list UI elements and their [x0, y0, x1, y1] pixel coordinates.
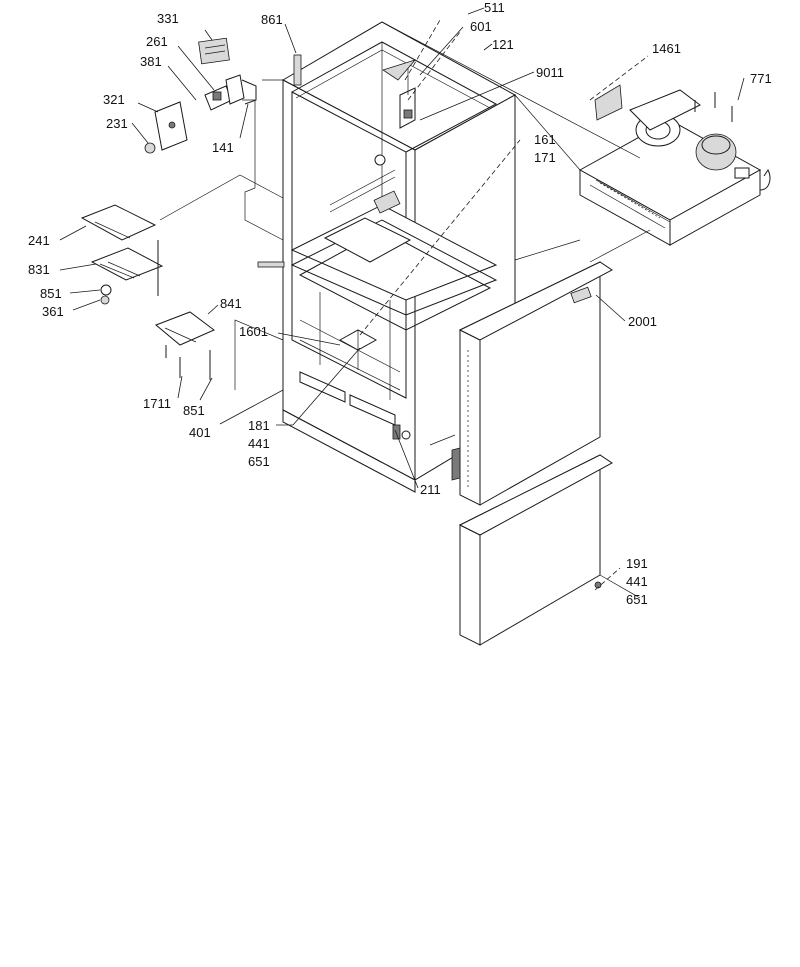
left-bracket-parts	[80, 204, 215, 380]
callout-labels: 331 261 381 321 231 141 861 511 601 121 …	[28, 0, 772, 607]
callout-651-lower: 651	[626, 592, 648, 607]
refrigerator-cabinet	[257, 21, 517, 493]
upper-door-part-2001	[451, 261, 613, 506]
callout-231: 231	[106, 116, 128, 131]
callout-381: 381	[140, 54, 162, 69]
callout-771: 771	[750, 71, 772, 86]
callout-141: 141	[212, 140, 234, 155]
callout-841: 841	[220, 296, 242, 311]
callout-401: 401	[189, 425, 211, 440]
callout-171: 171	[534, 150, 556, 165]
control-housing-parts	[144, 37, 257, 154]
callout-191: 191	[626, 556, 648, 571]
callout-1601: 1601	[239, 324, 268, 339]
assembly-lines	[159, 19, 651, 599]
leader-lines	[59, 7, 745, 489]
cover-plate-part-1461	[594, 84, 623, 121]
callout-441-upper: 441	[248, 436, 270, 451]
callout-851-left: 851	[40, 286, 62, 301]
callout-331: 331	[157, 11, 179, 26]
callout-2001: 2001	[628, 314, 657, 329]
callout-9011: 9011	[536, 65, 564, 80]
callout-511: 511	[484, 0, 505, 15]
callout-211: 211	[420, 482, 441, 497]
callout-161: 161	[534, 132, 556, 147]
callout-321: 321	[103, 92, 125, 107]
machine-compartment-assembly	[578, 89, 771, 246]
callout-651-upper: 651	[248, 454, 270, 469]
callout-601: 601	[470, 19, 492, 34]
callout-441-lower: 441	[626, 574, 648, 589]
callout-1711: 1711	[143, 396, 171, 411]
callout-241: 241	[28, 233, 50, 248]
callout-121: 121	[492, 37, 514, 52]
callout-851-bottom: 851	[183, 403, 205, 418]
callout-361: 361	[42, 304, 64, 319]
callout-181: 181	[248, 418, 270, 433]
callout-261: 261	[146, 34, 168, 49]
lower-door-part	[458, 454, 613, 646]
callout-1461: 1461	[652, 41, 681, 56]
callout-831: 831	[28, 262, 50, 277]
callout-861: 861	[261, 12, 283, 27]
